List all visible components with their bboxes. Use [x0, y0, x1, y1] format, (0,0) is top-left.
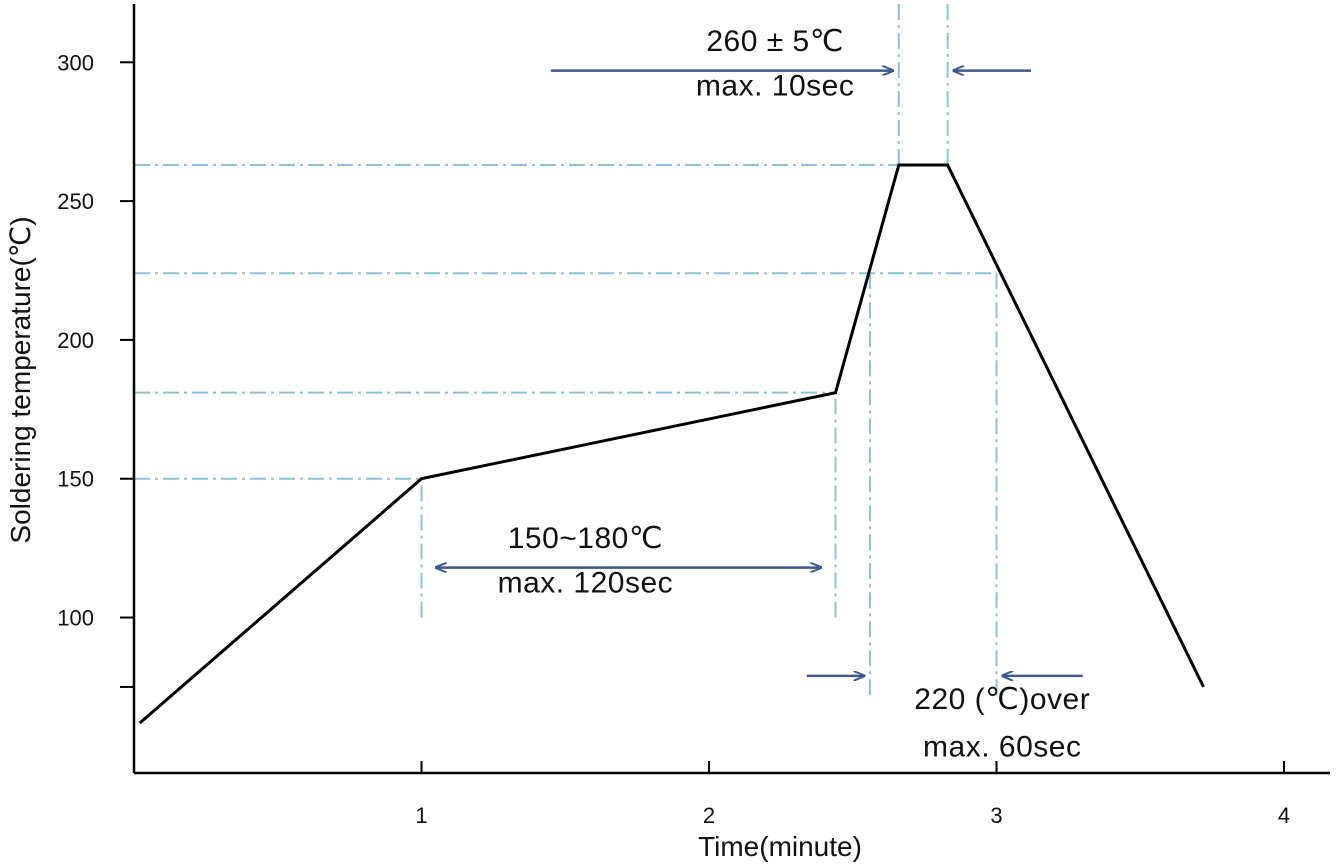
annotation-5: max. 60sec: [923, 730, 1081, 763]
x-tick-label-1: 2: [703, 803, 715, 828]
x-tick-label-0: 1: [415, 803, 427, 828]
temperature-profile: [138, 163, 1205, 725]
y-tick-label-1: 100: [57, 606, 94, 631]
y-tick-label-2: 150: [57, 467, 94, 492]
series-line-0: [138, 163, 1205, 725]
y-axis-title: Soldering temperature(℃): [5, 216, 36, 543]
annotation-1: max. 10sec: [696, 70, 854, 103]
y-tick-label-3: 200: [57, 328, 94, 353]
axis-titles: Time(minute) Soldering temperature(℃): [5, 216, 862, 862]
annotation-4: 220 (℃)over: [914, 683, 1090, 716]
x-tick-label-2: 3: [990, 803, 1002, 828]
annotations: 260 ± 5℃ max. 10sec 150~180℃ max. 120sec 220…: [498, 25, 1090, 763]
duration-arrows: [436, 71, 1083, 676]
y-tick-label-5: 300: [57, 50, 94, 75]
annotation-2: 150~180℃: [508, 522, 663, 555]
reference-lines: [134, 4, 998, 696]
annotation-0: 260 ± 5℃: [706, 25, 844, 58]
x-axis-title: Time(minute): [698, 831, 862, 862]
axes: 100 150 200 250 300 1 2 3 4: [57, 4, 1330, 828]
annotation-3: max. 120sec: [498, 567, 674, 600]
x-tick-label-3: 4: [1278, 803, 1290, 828]
y-tick-label-4: 250: [57, 189, 94, 214]
